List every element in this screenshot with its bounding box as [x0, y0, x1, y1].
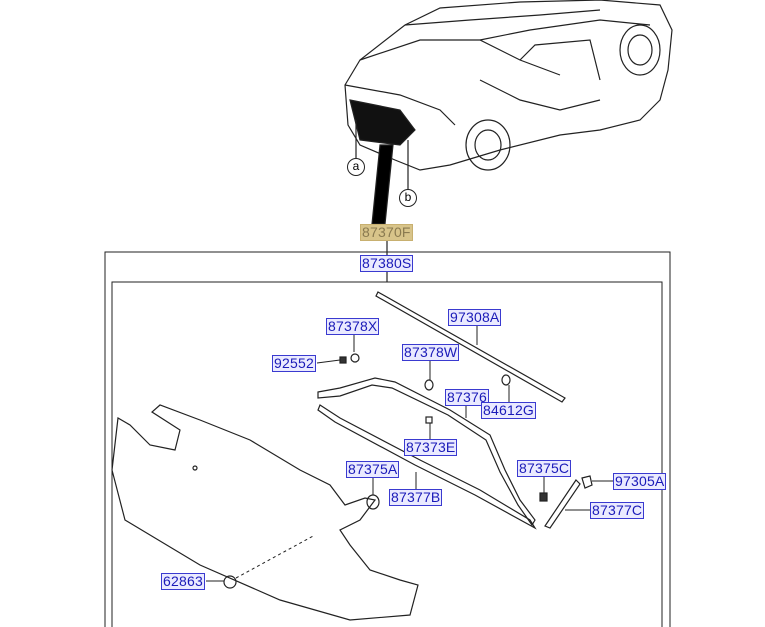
part-label-84612G[interactable]: 84612G — [481, 402, 537, 419]
part-label-62863[interactable]: 62863 — [161, 573, 205, 590]
part-label-87377B[interactable]: 87377B — [389, 489, 443, 506]
part-label-87376[interactable]: 87376 — [445, 389, 489, 406]
callout-b: b — [399, 189, 417, 207]
part-label-97308A[interactable]: 97308A — [448, 309, 502, 326]
part-label-87370F[interactable]: 87370F — [360, 224, 413, 241]
callout-a: a — [347, 158, 365, 176]
part-label-92552[interactable]: 92552 — [272, 355, 316, 372]
part-label-87380S[interactable]: 87380S — [360, 255, 414, 272]
part-label-87375A[interactable]: 87375A — [346, 461, 400, 478]
part-label-97305A[interactable]: 97305A — [613, 473, 667, 490]
part-label-87378W[interactable]: 87378W — [402, 344, 460, 361]
part-label-87378X[interactable]: 87378X — [326, 318, 380, 335]
part-label-87373E[interactable]: 87373E — [404, 439, 458, 456]
part-label-87375C[interactable]: 87375C — [517, 460, 572, 477]
car-illustration — [344, 0, 673, 225]
part-label-87377C[interactable]: 87377C — [590, 502, 645, 519]
